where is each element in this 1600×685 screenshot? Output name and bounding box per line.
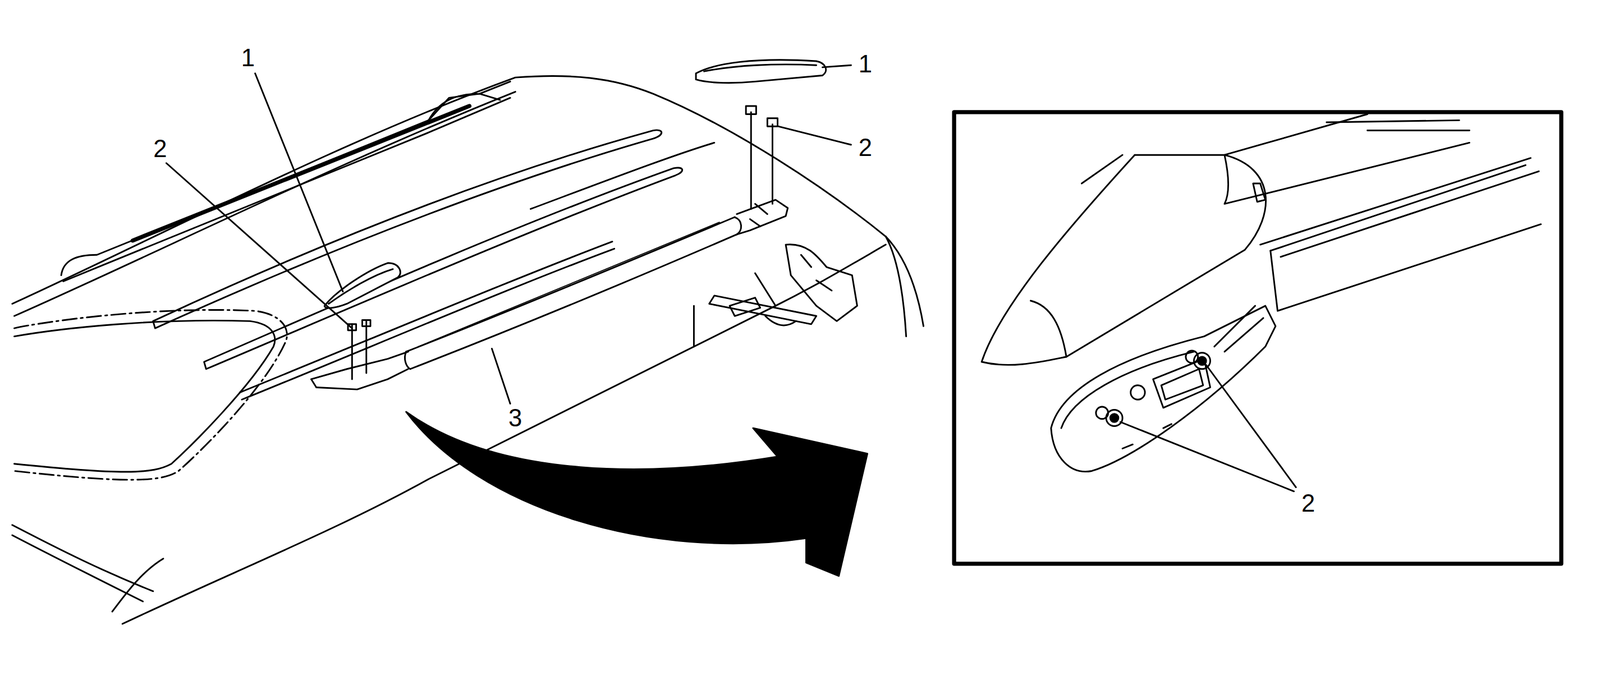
- callout-number: 1: [239, 46, 258, 71]
- callout-number: 3: [506, 405, 525, 431]
- callout-number: 2: [856, 135, 875, 161]
- callout-number: 1: [856, 52, 875, 77]
- callout-number: 2: [151, 136, 170, 162]
- callout-number: 2: [1299, 491, 1318, 517]
